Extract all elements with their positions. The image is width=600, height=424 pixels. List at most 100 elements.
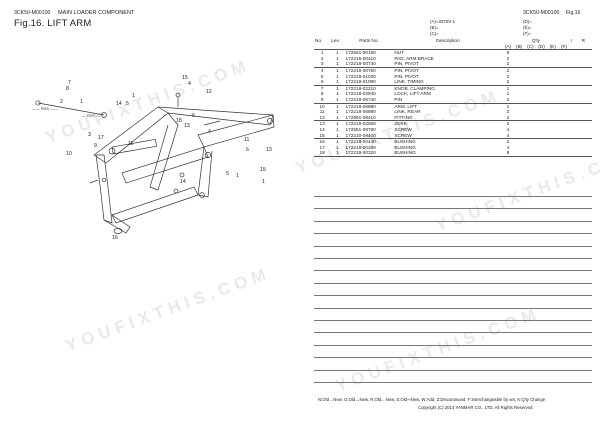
cell-no: 3 — [314, 61, 331, 68]
cell-desc: PIN, PIVOT — [394, 67, 419, 73]
cell-no: 9 — [314, 96, 331, 104]
cell-lev: 1 — [336, 144, 339, 150]
blank-row-line — [314, 196, 592, 197]
cell-pn: 172218-00750 — [345, 67, 376, 73]
callout-15: 15 — [182, 75, 188, 81]
cell-pn: 172218-06890 — [345, 109, 376, 115]
cell-lev: 1 — [330, 96, 345, 104]
cell-pn: 172218-00730 — [344, 61, 394, 68]
cell-no: 1 — [320, 50, 324, 56]
cell-pn: 172215-02650 — [345, 121, 376, 127]
cell-a: 2 — [502, 114, 514, 122]
cell-desc: ZERK — [394, 121, 407, 127]
cell-desc: SCREW — [394, 126, 412, 132]
callout-1b: 1 — [132, 93, 135, 99]
parts-table: No. Lev. Parts No. Description Q'ty I R … — [314, 38, 592, 157]
callout-6: 6 — [192, 113, 195, 119]
dimension-label: — R2S — — [82, 113, 100, 118]
cell-no: 5 — [320, 73, 324, 79]
cell-pn: 172551-00190 — [345, 50, 376, 56]
cell-a: 2 — [506, 55, 510, 61]
callout-12: 12 — [206, 89, 212, 95]
model-label-f: (F)= — [523, 31, 532, 36]
col-header-qty: Q'ty — [531, 38, 541, 43]
cell-a: 1 — [506, 91, 510, 97]
blank-row-line — [314, 258, 592, 259]
cell-desc: LOCK, LIFT ARM — [394, 91, 431, 97]
cell-desc: BUSHING — [393, 150, 503, 157]
blank-row-line — [314, 357, 592, 359]
callout-14: 14 — [116, 101, 122, 107]
callout-7: 7 — [68, 80, 71, 86]
cell-no: 16 — [319, 139, 325, 145]
cell-lev: 1 — [330, 79, 345, 86]
col-header-lev: Lev. — [331, 38, 340, 43]
cell-a: 4 — [502, 132, 514, 140]
col-header-parts-no: Parts No. — [359, 38, 379, 43]
blank-row-line — [314, 307, 592, 309]
watermark: YOUFIXTHIS.COM — [63, 263, 273, 356]
cell-no: 7 — [320, 85, 324, 91]
blank-row-line — [314, 208, 592, 210]
cell-desc: BUSHING — [394, 139, 416, 145]
cell-desc: FITTING — [393, 114, 503, 122]
callout-14b: 14 — [180, 179, 186, 185]
cell-pn: 172218-02210 — [345, 85, 376, 91]
header-left-code: 3CK50-M00100 — [14, 10, 51, 16]
cell-lev: 1 — [336, 121, 339, 127]
figure-title: Fig.16. LIFT ARM — [14, 18, 92, 29]
cell-a: 8 — [502, 150, 514, 157]
blank-row-line — [314, 233, 592, 235]
header-right-code: 3CK50-M00100 — [523, 10, 560, 16]
cell-lev: 1 — [336, 109, 339, 115]
cell-a: 2 — [506, 73, 510, 79]
cell-pn: 172218-00320 — [344, 150, 394, 157]
col-header-r: R — [581, 38, 586, 43]
callout-6b: 6 — [246, 147, 249, 153]
cell-lev: 1 — [336, 55, 339, 61]
cell-a: 4 — [506, 126, 510, 132]
blank-row-line — [314, 270, 592, 272]
col-header-i: I — [570, 38, 572, 43]
cell-lev: 1 — [336, 126, 339, 132]
cell-desc: SCREW — [393, 132, 503, 140]
cell-no: 2 — [320, 55, 324, 61]
model-label-c: (C)= — [430, 31, 439, 36]
cell-lev: 1 — [336, 67, 339, 73]
cell-pn: 172218-02940 — [345, 91, 376, 97]
cell-desc: PIN — [393, 96, 503, 104]
cell-desc: BUSHING — [394, 144, 416, 150]
cell-a: 2 — [506, 139, 510, 145]
cell-pn: 172218-00440 — [345, 139, 376, 145]
cell-lev: 1 — [336, 91, 339, 97]
qty-col-e: (E) — [547, 43, 559, 51]
model-label-d: (D)= — [523, 19, 532, 24]
cell-a: 4 — [506, 144, 510, 150]
cell-pn: 172218-06880 — [345, 103, 376, 109]
cell-lev: 1 — [336, 103, 339, 109]
blank-row-line — [314, 295, 592, 297]
blank-row-line — [314, 282, 592, 284]
col-header-description: Description — [436, 38, 460, 43]
footer-legend: N:Old→New, O:Old↔New, R:Old←New, S:Old⇿N… — [318, 397, 546, 402]
cell-pn: 172218-01090 — [344, 79, 394, 86]
cell-desc: PIN, PIVOT — [393, 61, 503, 68]
callout-18: 18 — [176, 118, 182, 124]
blank-row-line — [314, 382, 592, 383]
cell-pn: 172216-00410 — [345, 55, 376, 61]
cell-lev: 1 — [336, 50, 339, 56]
cell-lev: 1 — [330, 150, 345, 157]
cell-pn: 172218-00280 — [345, 144, 376, 150]
qty-col-d: (D) — [535, 43, 548, 51]
